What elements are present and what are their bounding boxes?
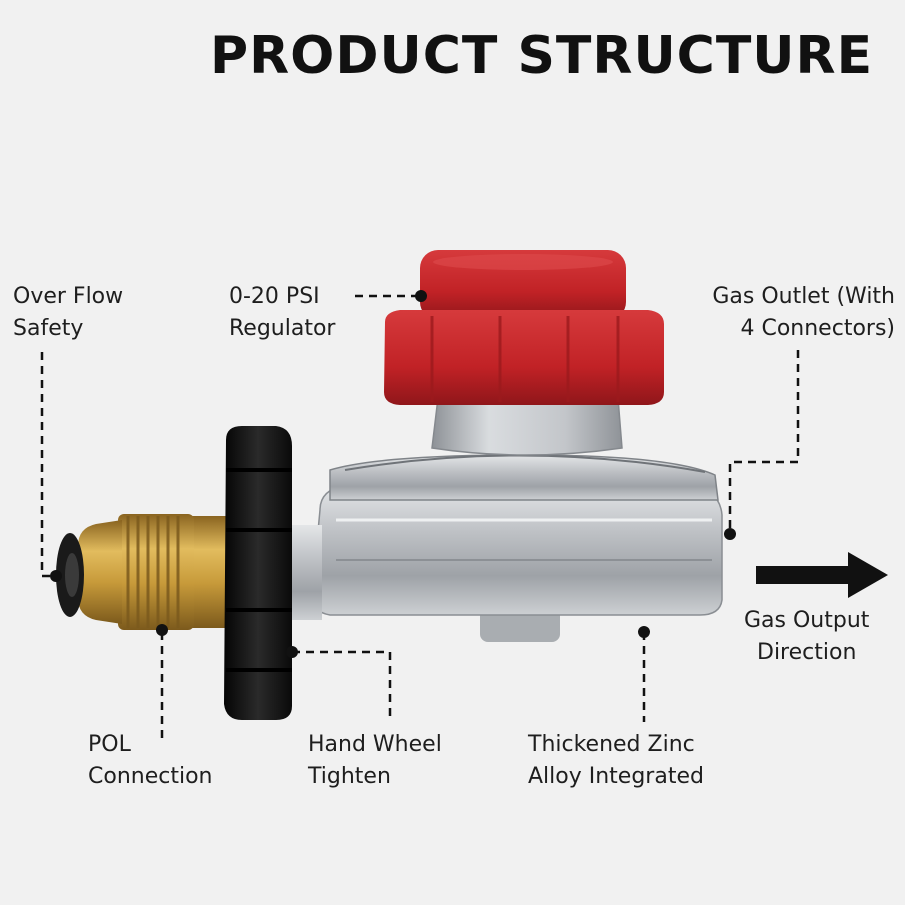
pol-connection-label: POL Connection [88,732,213,789]
black-hand-wheel [224,426,322,720]
brass-pol-fitting [56,514,228,630]
over-flow-leader [40,352,54,578]
bonnet [431,397,623,456]
hand-wheel-label: Hand Wheel Tighten [308,732,442,789]
zinc-alloy-label: Thickened Zinc Alloy Integrated [528,732,704,789]
gas-outlet-label: Gas Outlet (With 4 Connectors) [712,284,895,341]
regulator-body [311,454,723,642]
red-regulator-knob [384,250,664,405]
page-title: PRODUCT STRUCTURE [210,26,874,86]
gas-output-arrow-icon [756,552,888,598]
callout-dots [50,290,736,658]
regulator-label: 0-20 PSI Regulator [229,284,336,341]
gas-output-direction-label: Gas Output Direction [744,608,870,665]
gas-outlet-leader [728,350,800,532]
over-flow-safety-label: Over Flow Safety [13,284,124,341]
hand-wheel-leader [292,650,392,722]
